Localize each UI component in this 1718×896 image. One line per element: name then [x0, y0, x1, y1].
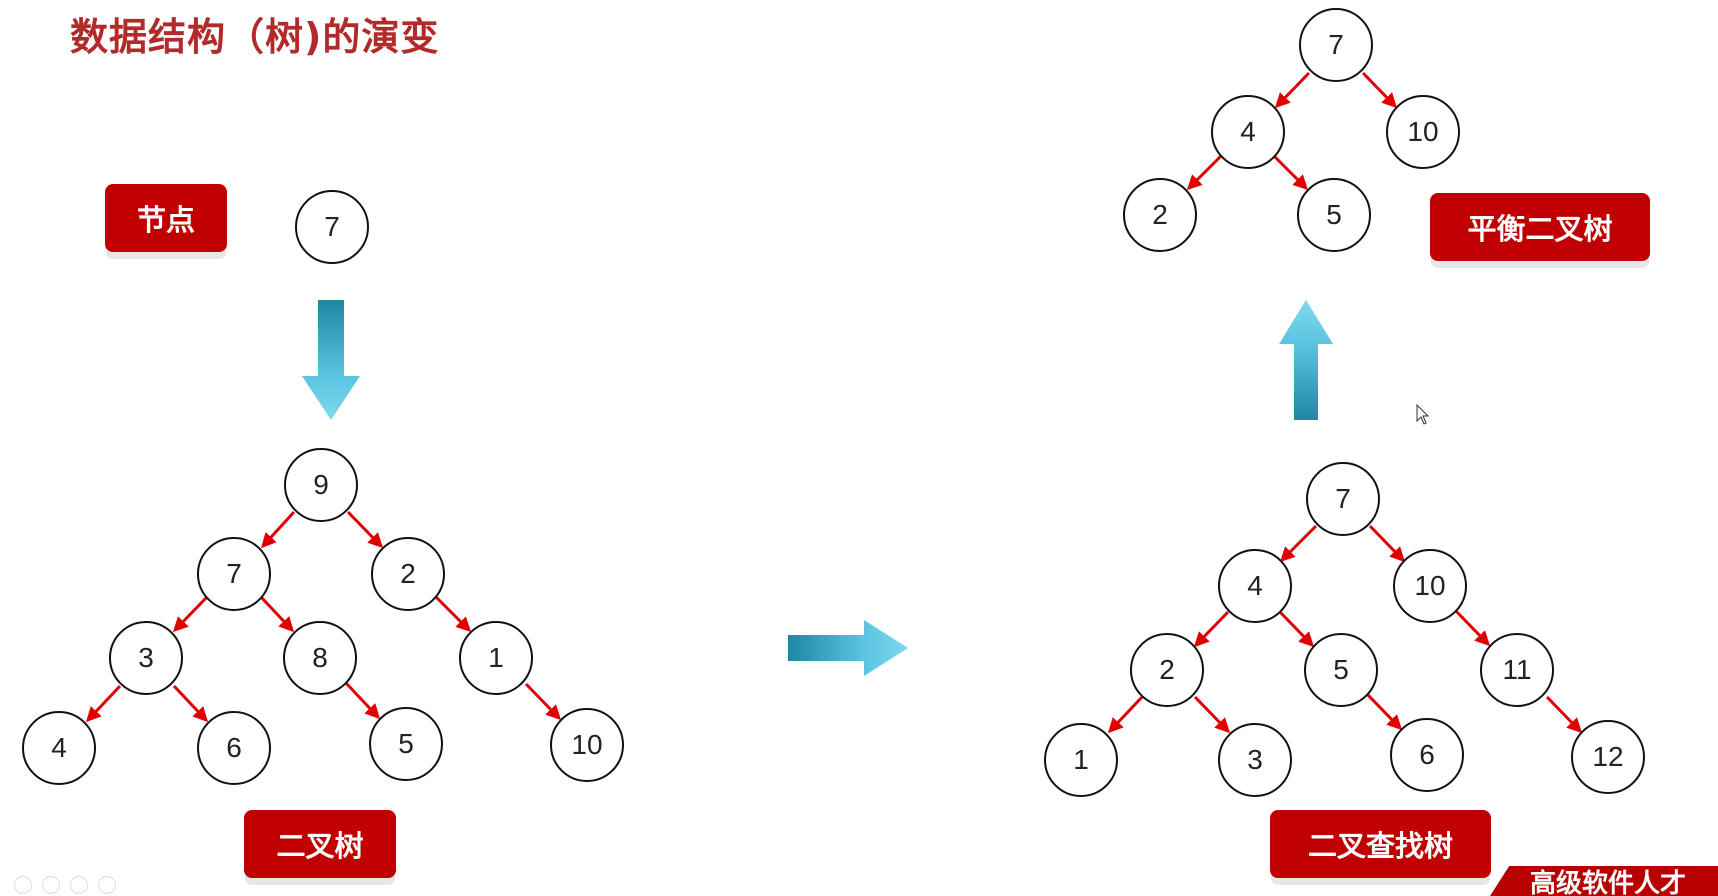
edge — [1545, 695, 1583, 734]
tool-icon[interactable] — [42, 876, 60, 894]
tree-node: 7 — [295, 190, 369, 264]
footer-banner: 高级软件人才 — [1490, 866, 1718, 896]
edge — [434, 595, 472, 633]
mouse-cursor-icon — [1416, 404, 1430, 425]
edge — [172, 595, 209, 633]
label-binary-search-tree: 二叉查找树 — [1270, 810, 1491, 878]
edge — [1274, 71, 1311, 109]
edge — [1193, 610, 1230, 648]
edge — [1365, 692, 1403, 731]
tree-node: 4 — [1218, 549, 1292, 623]
label-binary-tree: 二叉树 — [244, 810, 396, 878]
tool-icon[interactable] — [70, 876, 88, 894]
tree-node: 10 — [550, 708, 624, 782]
tree-node: 4 — [1211, 95, 1285, 169]
edge — [259, 595, 295, 633]
tree-node: 7 — [197, 537, 271, 611]
edge — [1107, 695, 1144, 734]
edge — [1193, 695, 1231, 734]
tree-node: 12 — [1571, 720, 1645, 794]
edge — [85, 684, 122, 723]
tree-node: 5 — [369, 707, 443, 781]
tool-icon[interactable] — [98, 876, 116, 894]
tree-node: 2 — [1130, 633, 1204, 707]
arrow-right-icon — [788, 620, 908, 676]
tree-node: 7 — [1306, 462, 1380, 536]
arrow-up-icon — [1279, 300, 1333, 420]
tree-node: 5 — [1304, 633, 1378, 707]
tree-node: 10 — [1386, 95, 1460, 169]
page-title: 数据结构（树)的演变 — [70, 15, 440, 59]
edge — [1279, 524, 1318, 563]
tree-node: 10 — [1393, 549, 1467, 623]
tree-node: 1 — [459, 621, 533, 695]
tree-node: 2 — [1123, 178, 1197, 252]
edge — [1186, 154, 1223, 191]
edge — [346, 510, 384, 549]
tree-node: 3 — [1218, 723, 1292, 797]
edge — [1361, 71, 1398, 109]
tree-node: 8 — [283, 621, 357, 695]
tree-node: 6 — [1390, 718, 1464, 792]
label-node: 节点 — [105, 184, 227, 252]
arrow-down-icon — [302, 300, 360, 420]
tree-node: 5 — [1297, 178, 1371, 252]
tree-node: 1 — [1044, 723, 1118, 797]
label-balanced-binary-tree: 平衡二叉树 — [1430, 193, 1650, 261]
tree-node: 6 — [197, 711, 271, 785]
tree-node: 7 — [1299, 8, 1373, 82]
edge — [524, 682, 562, 721]
slide-toolbar — [14, 876, 116, 894]
edge — [1453, 608, 1491, 647]
tree-node: 3 — [109, 621, 183, 695]
edge — [1278, 610, 1315, 648]
edge — [1272, 154, 1309, 191]
tree-node: 11 — [1480, 633, 1554, 707]
tree-node: 9 — [284, 448, 358, 522]
edge — [260, 510, 296, 549]
edge — [1368, 524, 1406, 563]
edge — [344, 681, 381, 720]
tool-icon[interactable] — [14, 876, 32, 894]
tree-node: 2 — [371, 537, 445, 611]
tree-node: 4 — [22, 711, 96, 785]
edge — [172, 684, 209, 723]
